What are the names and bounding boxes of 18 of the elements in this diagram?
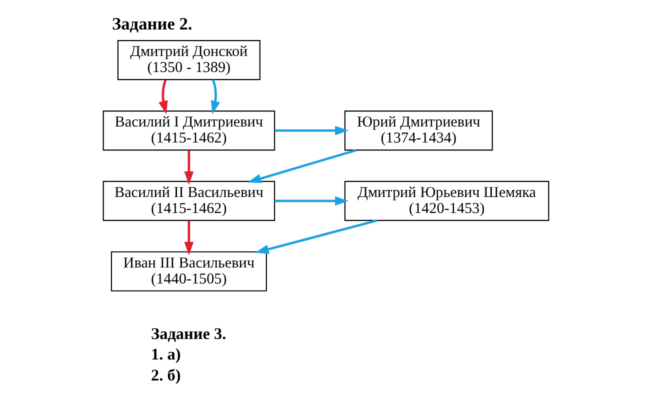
node-box: Дмитрий Донской (1350 - 1389) (117, 40, 260, 80)
arrow (274, 196, 348, 206)
node-box: Василий I Дмитриевич (1415-1462) (102, 110, 276, 151)
label: 1. а) (151, 346, 181, 364)
arrow (255, 219, 378, 254)
node-box: Юрий Дмитриевич (1374-1434) (344, 110, 493, 151)
arrow (210, 79, 220, 114)
label: 2. б) (151, 366, 181, 384)
arrow (274, 126, 349, 136)
arrow (248, 148, 357, 184)
arrow (158, 79, 168, 114)
arrow (184, 220, 194, 256)
diagram-title: Задание 2. (112, 14, 192, 34)
node-box: Василий II Васильевич (1415-1462) (102, 180, 276, 221)
node-box: Дмитрий Юрьевич Шемяка (1420-1453) (344, 180, 550, 221)
arrow (184, 150, 194, 185)
label: Задание 3. (151, 325, 226, 344)
node-box: Иван III Васильевич (1440-1505) (110, 251, 267, 292)
